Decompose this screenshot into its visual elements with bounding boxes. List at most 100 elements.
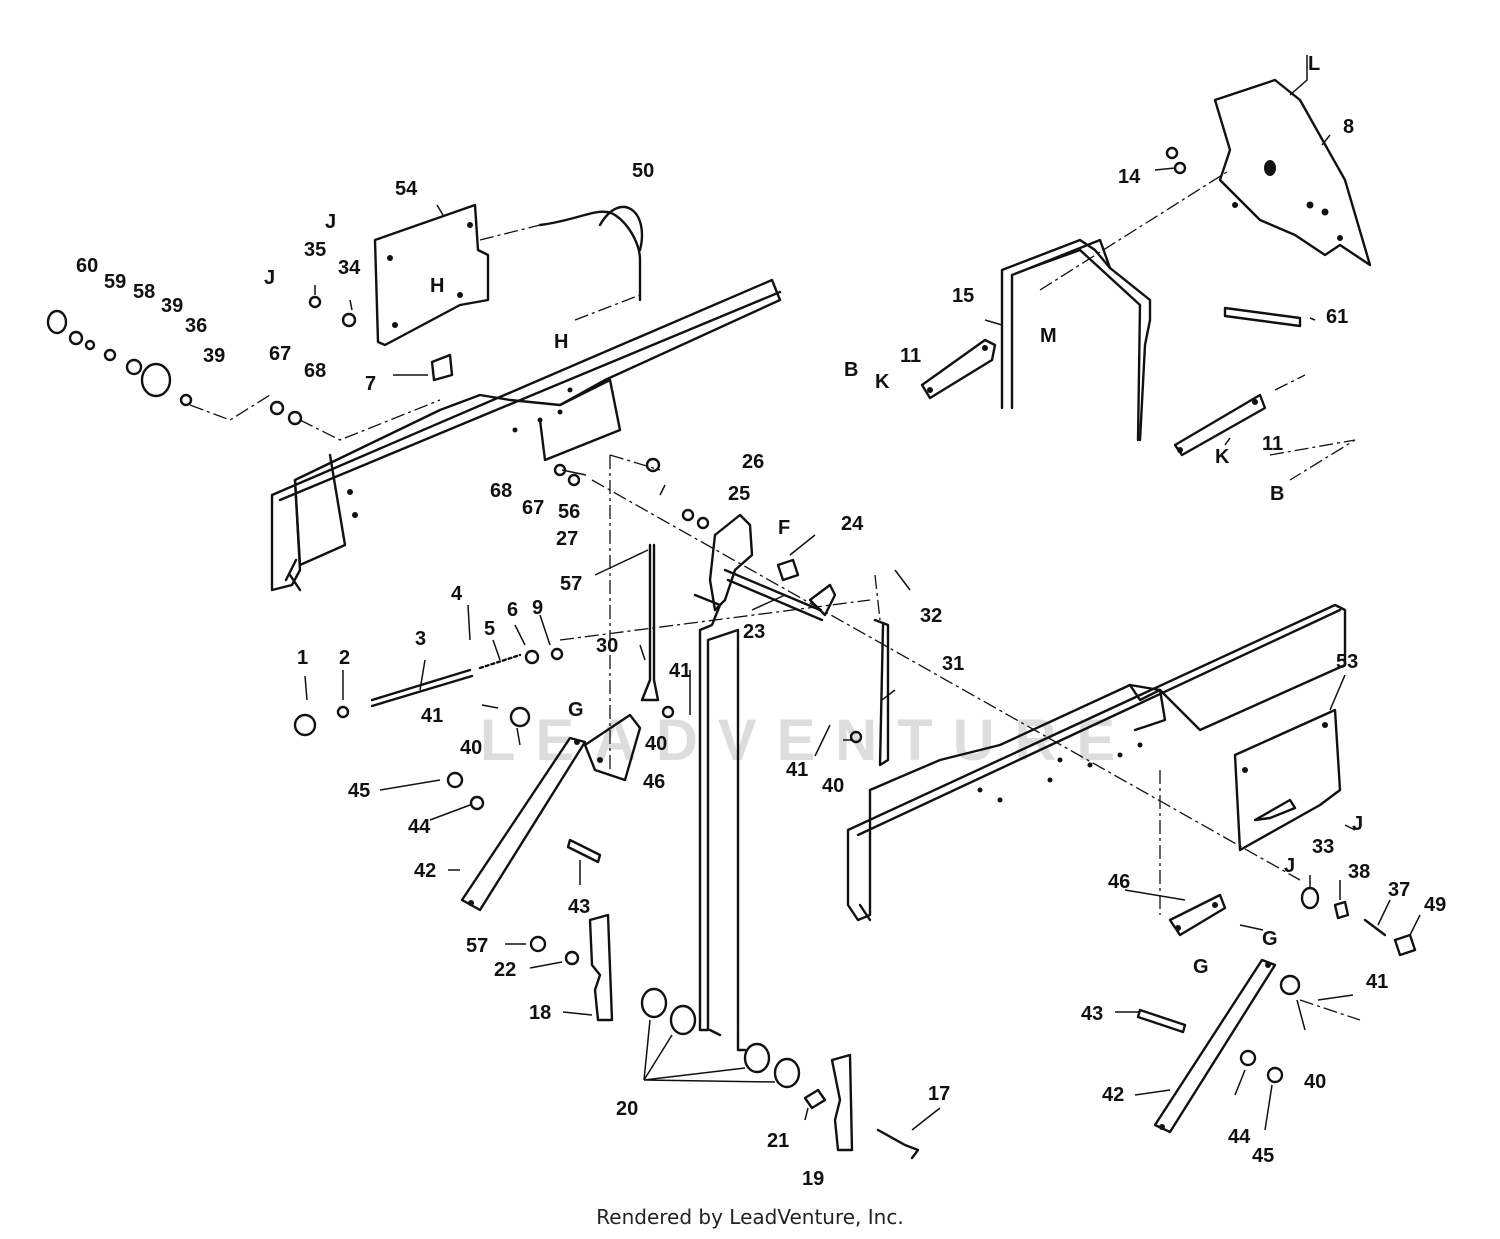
part-label: 26 — [742, 451, 764, 473]
ref-letter: L — [1308, 53, 1320, 75]
part-label: 41 — [1366, 971, 1388, 993]
part-label: 45 — [348, 780, 370, 802]
part-label: 68 — [304, 360, 326, 382]
bar-61 — [1223, 306, 1302, 328]
part-label: 37 — [1388, 879, 1410, 901]
part-label: 15 — [952, 285, 974, 307]
part-label: 40 — [822, 775, 844, 797]
part-label: 58 — [133, 281, 155, 303]
part-label: 59 — [104, 271, 126, 293]
part-label: 11 — [900, 345, 921, 367]
angle-bracket-11-right — [1173, 393, 1267, 457]
part-label: 25 — [728, 483, 750, 505]
cable-50 — [538, 205, 643, 302]
part-label: 60 — [76, 255, 98, 277]
part-label: 39 — [203, 345, 225, 367]
part-label: 67 — [269, 343, 291, 365]
part-label: 14 — [1118, 166, 1141, 188]
part-label: 41 — [786, 759, 808, 781]
spring-assembly — [293, 647, 863, 744]
part-label: 40 — [1304, 1071, 1326, 1093]
part-label: 2 — [339, 647, 350, 669]
knob-assembly — [46, 309, 303, 426]
part-label: 17 — [928, 1083, 950, 1105]
rod-30 — [640, 543, 660, 702]
part-label: 20 — [616, 1098, 638, 1120]
lift-link-42-right — [1136, 958, 1301, 1134]
lift-lever — [693, 593, 747, 1052]
leader-lines — [304, 55, 1421, 1131]
part-label: 21 — [767, 1130, 789, 1152]
part-label: 5 — [484, 618, 495, 640]
ref-letter: J — [325, 211, 336, 233]
part-label: 32 — [920, 605, 942, 627]
ref-letter: M — [1040, 325, 1057, 347]
part-label: 42 — [1102, 1084, 1124, 1106]
angle-bracket-11-left — [920, 338, 997, 400]
part-label: 19 — [802, 1168, 824, 1190]
part-label: 40 — [460, 737, 482, 759]
part-label: 3 — [415, 628, 426, 650]
part-label: 42 — [414, 860, 436, 882]
part-label: 46 — [1108, 871, 1130, 893]
ref-letter: G — [1193, 956, 1209, 978]
part-label: 44 — [1228, 1126, 1251, 1148]
small-items — [308, 146, 1187, 382]
part-label: 24 — [841, 513, 864, 535]
part-label: 18 — [529, 1002, 551, 1024]
ref-letter: H — [554, 331, 568, 353]
ref-letter: G — [1262, 928, 1278, 950]
part-label: 31 — [942, 653, 964, 675]
part-label: 35 — [304, 239, 326, 261]
part-label: 54 — [395, 178, 418, 200]
part-label: 61 — [1326, 306, 1348, 328]
ref-letter: F — [778, 517, 790, 539]
part-label: 11 — [1262, 433, 1283, 455]
lower-mid-parts — [803, 1053, 920, 1160]
rod-31 — [873, 618, 890, 767]
ref-letter: G — [568, 699, 584, 721]
fender-panel-8 — [1213, 78, 1372, 267]
part-label: 7 — [365, 373, 376, 395]
part-label: 4 — [451, 583, 463, 605]
part-labels: 60 59 58 39 36 39 67 68 7 54 35 34 50 68… — [76, 116, 1446, 1190]
reference-letters: L M B K K B J J H H F G J J G G — [264, 53, 1363, 978]
part-label: 23 — [743, 621, 765, 643]
part-label: 45 — [1252, 1145, 1274, 1167]
part-label: 39 — [161, 295, 183, 317]
part-label: 43 — [568, 896, 590, 918]
footer-credit: Rendered by LeadVenture, Inc. — [596, 1205, 904, 1229]
part-label: 38 — [1348, 861, 1370, 883]
part-label: 30 — [596, 635, 618, 657]
left-frame-rail — [270, 278, 782, 592]
ref-letter: B — [1270, 483, 1284, 505]
part-label: 56 — [558, 501, 580, 523]
part-label: 44 — [408, 816, 431, 838]
part-label: 57 — [560, 573, 582, 595]
part-label: 46 — [643, 771, 665, 793]
part-label: 41 — [421, 705, 443, 727]
part-label: 68 — [490, 480, 512, 502]
part-label: 50 — [632, 160, 654, 182]
lift-link-42-left — [446, 736, 602, 912]
part-label: 8 — [1343, 116, 1354, 138]
side-plate-54 — [373, 203, 490, 347]
part-label: 22 — [494, 959, 516, 981]
ref-letter: J — [1352, 813, 1363, 835]
part-label: 67 — [522, 497, 544, 519]
hoop-bracket-15 — [1000, 238, 1152, 442]
ref-letter: K — [875, 371, 890, 393]
ref-letter: K — [1215, 446, 1230, 468]
part-label: 41 — [669, 660, 691, 682]
ref-letter: J — [264, 267, 275, 289]
side-plate-53 — [1233, 708, 1342, 852]
centerlines — [189, 169, 1361, 1021]
lower-left-parts — [529, 913, 614, 1022]
ref-letter: J — [1284, 855, 1295, 877]
part-label: 33 — [1312, 836, 1334, 858]
washers-20 — [640, 987, 801, 1089]
part-label: 27 — [556, 528, 578, 550]
part-label: 53 — [1336, 651, 1358, 673]
ref-letter: B — [844, 359, 858, 381]
part-label: 1 — [297, 647, 308, 669]
